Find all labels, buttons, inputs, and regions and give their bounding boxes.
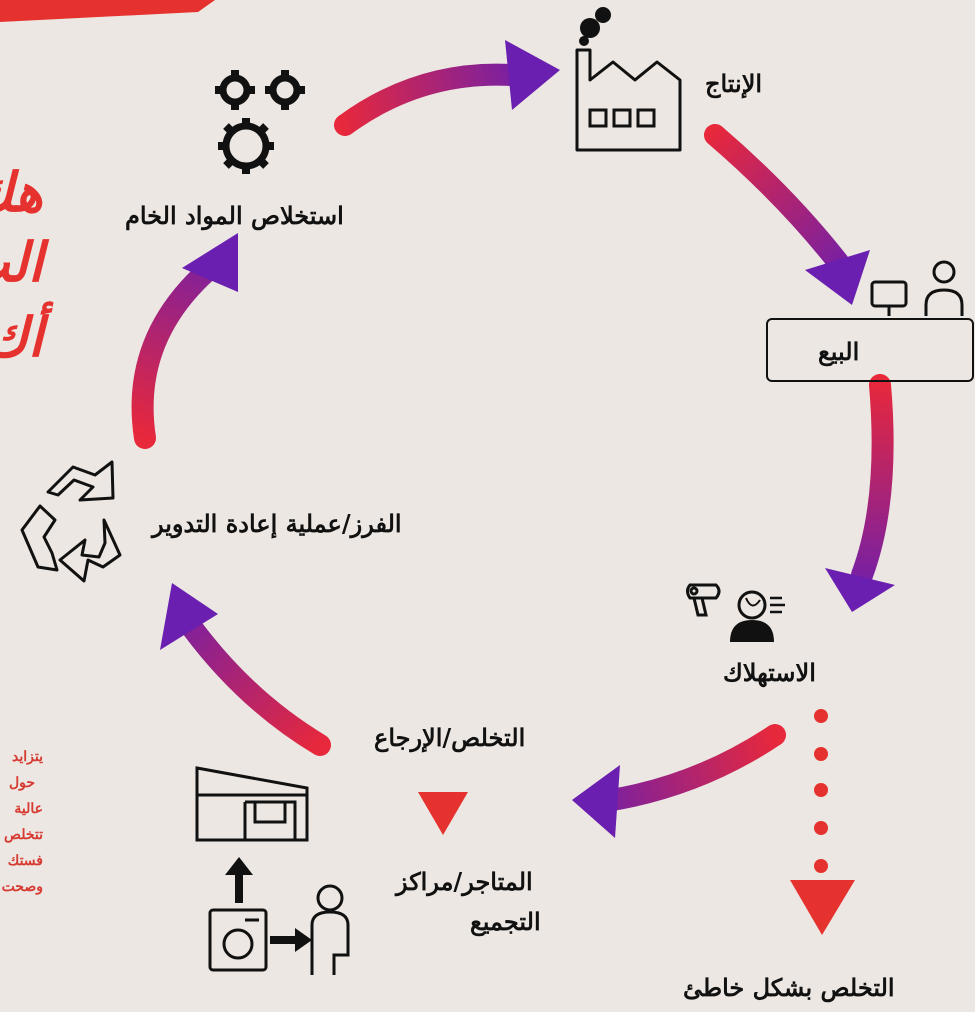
improper-disposal-triangle: [790, 880, 855, 935]
label-disposal-return: التخلص/الإرجاع: [374, 723, 526, 752]
side-note-line-6: وصحت: [1, 879, 43, 895]
dotted-path-improper: [814, 709, 828, 873]
label-sorting-recycling: الفرز/عملية إعادة التدوير: [152, 509, 402, 538]
cashier-icon: [870, 260, 964, 316]
label-stores-line2: التجميع: [470, 907, 541, 936]
arrow-sale-to-consumption: [825, 374, 895, 612]
person-disposer-icon: [310, 884, 350, 975]
factory-icon: [575, 7, 682, 152]
stores-triangle: [418, 792, 468, 835]
gears-icon: [215, 70, 305, 174]
side-note-line-5: فستك: [7, 853, 43, 869]
side-note-line-1: يتزايد: [12, 749, 43, 765]
person-consumer-icon: [730, 590, 785, 642]
top-banner-shape: [0, 0, 215, 22]
label-production: الإنتاج: [705, 69, 763, 98]
side-note-line-4: تتخلص: [4, 827, 43, 843]
label-improper-disposal: التخلص بشكل خاطئ: [683, 973, 895, 1002]
label-raw-extraction: استخلاص المواد الخام: [125, 201, 344, 230]
arrow-right-icon: [270, 928, 312, 952]
side-title-line-3: أك: [0, 305, 43, 369]
side-title-line-1: هك: [0, 160, 43, 224]
arrow-sorting-to-extraction: [131, 233, 238, 449]
side-title-line-2: الت: [0, 230, 43, 294]
arrow-extraction-to-production: [334, 40, 560, 136]
hair-dryer-icon: [686, 583, 721, 617]
arrow-up-icon: [225, 857, 253, 903]
label-stores-line1: المتاجر/مراكز: [396, 867, 533, 896]
store-building-icon: [195, 766, 309, 842]
washing-machine-icon: [208, 908, 268, 972]
label-consumption: الاستهلاك: [723, 658, 816, 687]
recycle-icon: [20, 460, 122, 583]
sale-counter-box: [766, 318, 974, 382]
side-note-line-3: عالية: [14, 801, 43, 817]
label-sale: البيع: [818, 337, 860, 366]
arrow-consumption-to-stores: [572, 724, 786, 838]
side-note-line-2: حول: [8, 775, 35, 791]
arrow-production-to-sale: [704, 124, 870, 305]
arrow-stores-to-sorting: [160, 583, 331, 756]
